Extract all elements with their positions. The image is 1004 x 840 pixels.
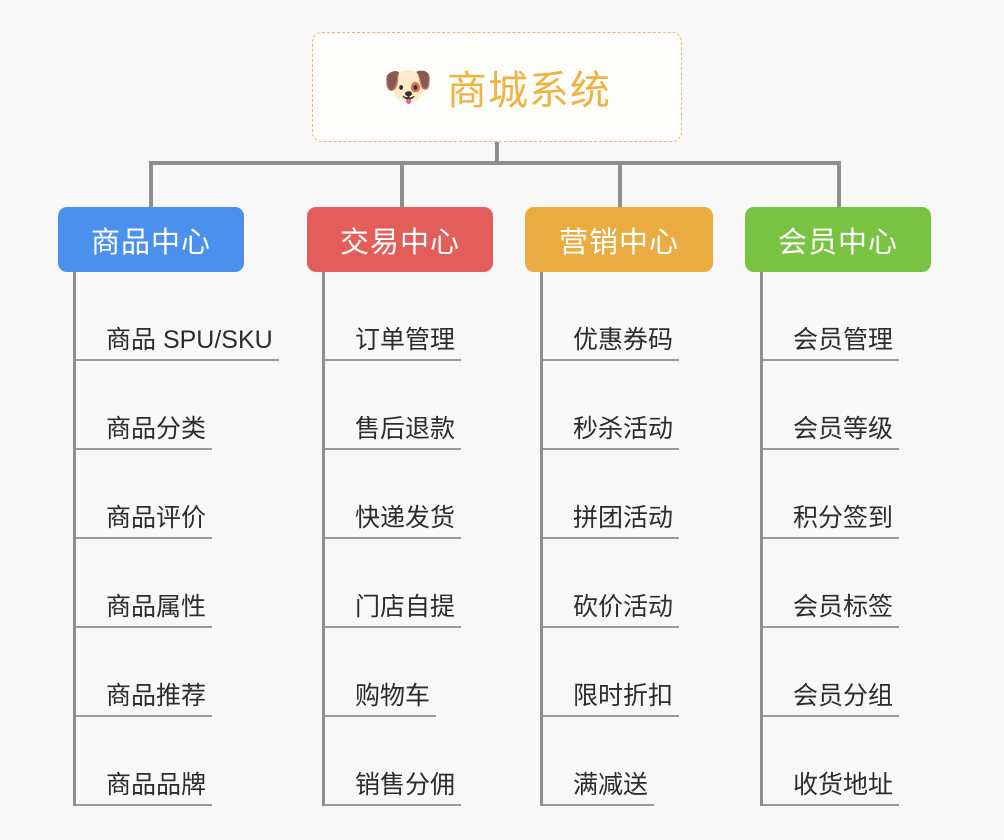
- leaf-label: 会员管理: [793, 326, 894, 355]
- leaf-item[interactable]: 会员管理: [763, 272, 931, 361]
- leaf-underline: [76, 804, 212, 806]
- connector-horizontal-bus: [149, 161, 841, 165]
- branch-member-center: 会员中心 会员管理 会员等级 积分签到 会员标签 会员分组: [745, 207, 931, 806]
- leaf-item[interactable]: 商品属性: [76, 539, 279, 628]
- category-label-1: 交易中心: [339, 226, 460, 259]
- leaf-underline: [543, 359, 679, 361]
- leaf-item[interactable]: 收货地址: [763, 717, 931, 806]
- leaf-underline: [543, 448, 679, 450]
- leaf-label: 商品 SPU/SKU: [106, 326, 273, 355]
- root-node[interactable]: 🐶 商城系统: [312, 32, 682, 142]
- leaf-label: 限时折扣: [573, 682, 674, 711]
- leaf-underline: [76, 448, 212, 450]
- leaf-underline: [763, 715, 899, 717]
- leaf-label: 门店自提: [355, 593, 456, 622]
- leaf-item[interactable]: 会员标签: [763, 539, 931, 628]
- leaf-item[interactable]: 砍价活动: [543, 539, 713, 628]
- leaf-underline: [543, 715, 679, 717]
- connector-drop-branch-1: [400, 161, 404, 208]
- leaf-item[interactable]: 满减送: [543, 717, 713, 806]
- leaf-label: 会员等级: [793, 415, 894, 444]
- leaf-label: 砍价活动: [573, 593, 674, 622]
- branch-trade-center: 交易中心 订单管理 售后退款 快递发货 门店自提 购物车: [307, 207, 493, 806]
- leaf-underline: [325, 537, 461, 539]
- leaf-item[interactable]: 会员等级: [763, 361, 931, 450]
- leaf-label: 收货地址: [793, 771, 894, 800]
- leaf-item[interactable]: 商品 SPU/SKU: [76, 272, 279, 361]
- leaf-label: 购物车: [355, 682, 431, 711]
- leaf-underline: [76, 537, 212, 539]
- connector-drop-branch-3: [837, 161, 841, 208]
- leaf-item[interactable]: 会员分组: [763, 628, 931, 717]
- leaf-underline: [325, 448, 461, 450]
- leaf-underline: [325, 715, 436, 717]
- leaf-underline: [325, 804, 461, 806]
- branch-marketing-center: 营销中心 优惠券码 秒杀活动 拼团活动 砍价活动 限时折扣: [525, 207, 713, 806]
- leaf-label: 订单管理: [355, 326, 456, 355]
- leaf-underline: [543, 804, 654, 806]
- leaf-label: 会员分组: [793, 682, 894, 711]
- leaf-label: 会员标签: [793, 593, 894, 622]
- connector-drop-branch-0: [149, 161, 153, 208]
- leaf-underline: [76, 359, 279, 361]
- leaf-label: 商品品牌: [106, 771, 207, 800]
- category-box-2[interactable]: 营销中心: [525, 207, 713, 272]
- leaf-item[interactable]: 商品推荐: [76, 628, 279, 717]
- category-label-0: 商品中心: [90, 226, 211, 259]
- leaf-label: 积分签到: [793, 504, 894, 533]
- leaf-label: 商品评价: [106, 504, 207, 533]
- leaf-underline: [763, 537, 899, 539]
- leaf-underline: [543, 537, 679, 539]
- leaf-underline: [76, 715, 212, 717]
- leaf-underline: [325, 626, 461, 628]
- leaf-underline: [763, 804, 899, 806]
- leaf-item[interactable]: 售后退款: [325, 361, 493, 450]
- leaf-label: 商品推荐: [106, 682, 207, 711]
- root-title: 商城系统: [446, 69, 611, 113]
- category-box-1[interactable]: 交易中心: [307, 207, 493, 272]
- leaf-underline: [763, 626, 899, 628]
- leaf-item[interactable]: 商品评价: [76, 450, 279, 539]
- leaf-label: 销售分佣: [355, 771, 456, 800]
- leaf-label: 快递发货: [355, 504, 456, 533]
- leaf-label: 优惠券码: [573, 326, 674, 355]
- leaf-item[interactable]: 拼团活动: [543, 450, 713, 539]
- category-box-3[interactable]: 会员中心: [745, 207, 931, 272]
- category-box-0[interactable]: 商品中心: [58, 207, 244, 272]
- leaf-item[interactable]: 订单管理: [325, 272, 493, 361]
- leaf-label: 售后退款: [355, 415, 456, 444]
- leaf-item[interactable]: 门店自提: [325, 539, 493, 628]
- leaf-item[interactable]: 限时折扣: [543, 628, 713, 717]
- leaf-item[interactable]: 商品品牌: [76, 717, 279, 806]
- leaf-underline: [76, 626, 212, 628]
- leaf-item[interactable]: 优惠券码: [543, 272, 713, 361]
- leaf-stack-2: 优惠券码 秒杀活动 拼团活动 砍价活动 限时折扣 满减送: [540, 272, 713, 806]
- leaf-label: 秒杀活动: [573, 415, 674, 444]
- leaf-label: 满减送: [573, 771, 649, 800]
- leaf-stack-3: 会员管理 会员等级 积分签到 会员标签 会员分组 收货地址: [760, 272, 931, 806]
- category-label-3: 会员中心: [777, 226, 898, 259]
- leaf-underline: [763, 448, 899, 450]
- leaf-stack-0: 商品 SPU/SKU 商品分类 商品评价 商品属性 商品推荐 商品品牌: [73, 272, 279, 806]
- leaf-underline: [763, 359, 899, 361]
- leaf-item[interactable]: 商品分类: [76, 361, 279, 450]
- leaf-label: 商品属性: [106, 593, 207, 622]
- leaf-stack-1: 订单管理 售后退款 快递发货 门店自提 购物车 销售分佣: [322, 272, 493, 806]
- leaf-label: 商品分类: [106, 415, 207, 444]
- leaf-item[interactable]: 快递发货: [325, 450, 493, 539]
- shiba-dog-face-icon: 🐶: [383, 65, 433, 109]
- leaf-item[interactable]: 秒杀活动: [543, 361, 713, 450]
- leaf-item[interactable]: 销售分佣: [325, 717, 493, 806]
- connector-drop-branch-2: [618, 161, 622, 208]
- leaf-item[interactable]: 积分签到: [763, 450, 931, 539]
- branch-product-center: 商品中心 商品 SPU/SKU 商品分类 商品评价 商品属性 商品推荐: [58, 207, 279, 806]
- leaf-underline: [543, 626, 679, 628]
- leaf-underline: [325, 359, 461, 361]
- leaf-item[interactable]: 购物车: [325, 628, 493, 717]
- category-label-2: 营销中心: [558, 226, 679, 259]
- leaf-label: 拼团活动: [573, 504, 674, 533]
- connector-root-stem: [495, 142, 499, 164]
